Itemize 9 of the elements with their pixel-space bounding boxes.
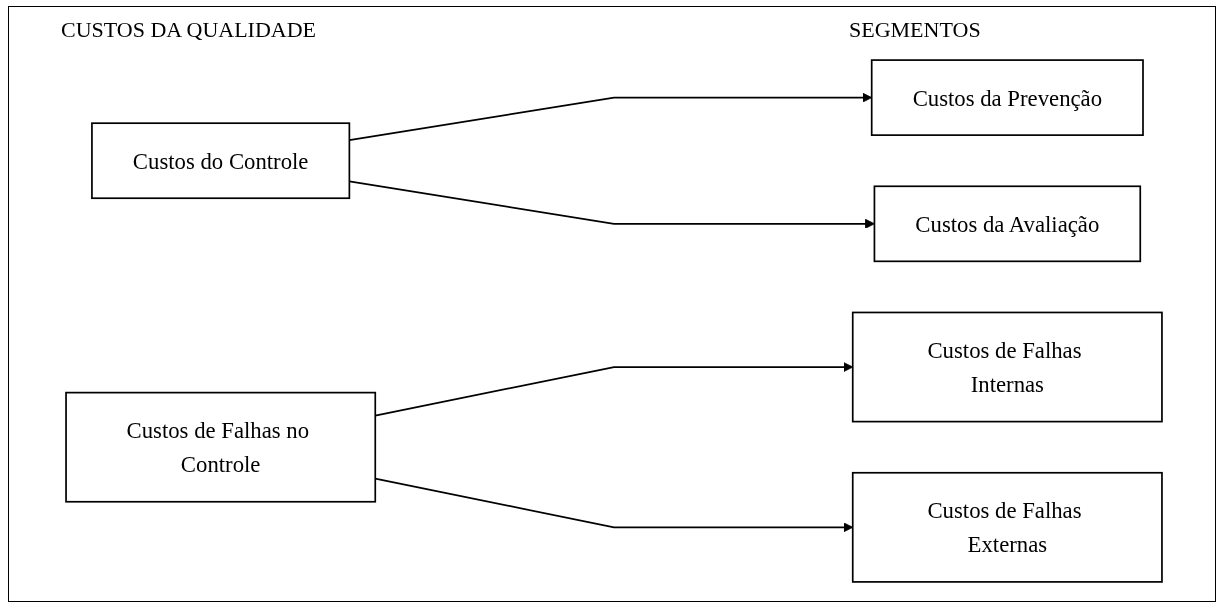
node-box (873, 185, 1142, 263)
node-box (851, 311, 1163, 423)
column-heading: SEGMENTOS (849, 17, 981, 43)
node-box (851, 471, 1163, 583)
diagram-frame: CUSTOS DA QUALIDADE SEGMENTOS Custos do Controle Custos de Falhas no Controle Custos da Prevenção Custos da Avaliação Custos de Falhas Internas Custos de Falhas Externas (8, 6, 1216, 602)
node-box (65, 391, 377, 503)
node-box (91, 122, 351, 200)
node-box (870, 59, 1144, 136)
column-heading: CUSTOS DA QUALIDADE (61, 17, 317, 43)
